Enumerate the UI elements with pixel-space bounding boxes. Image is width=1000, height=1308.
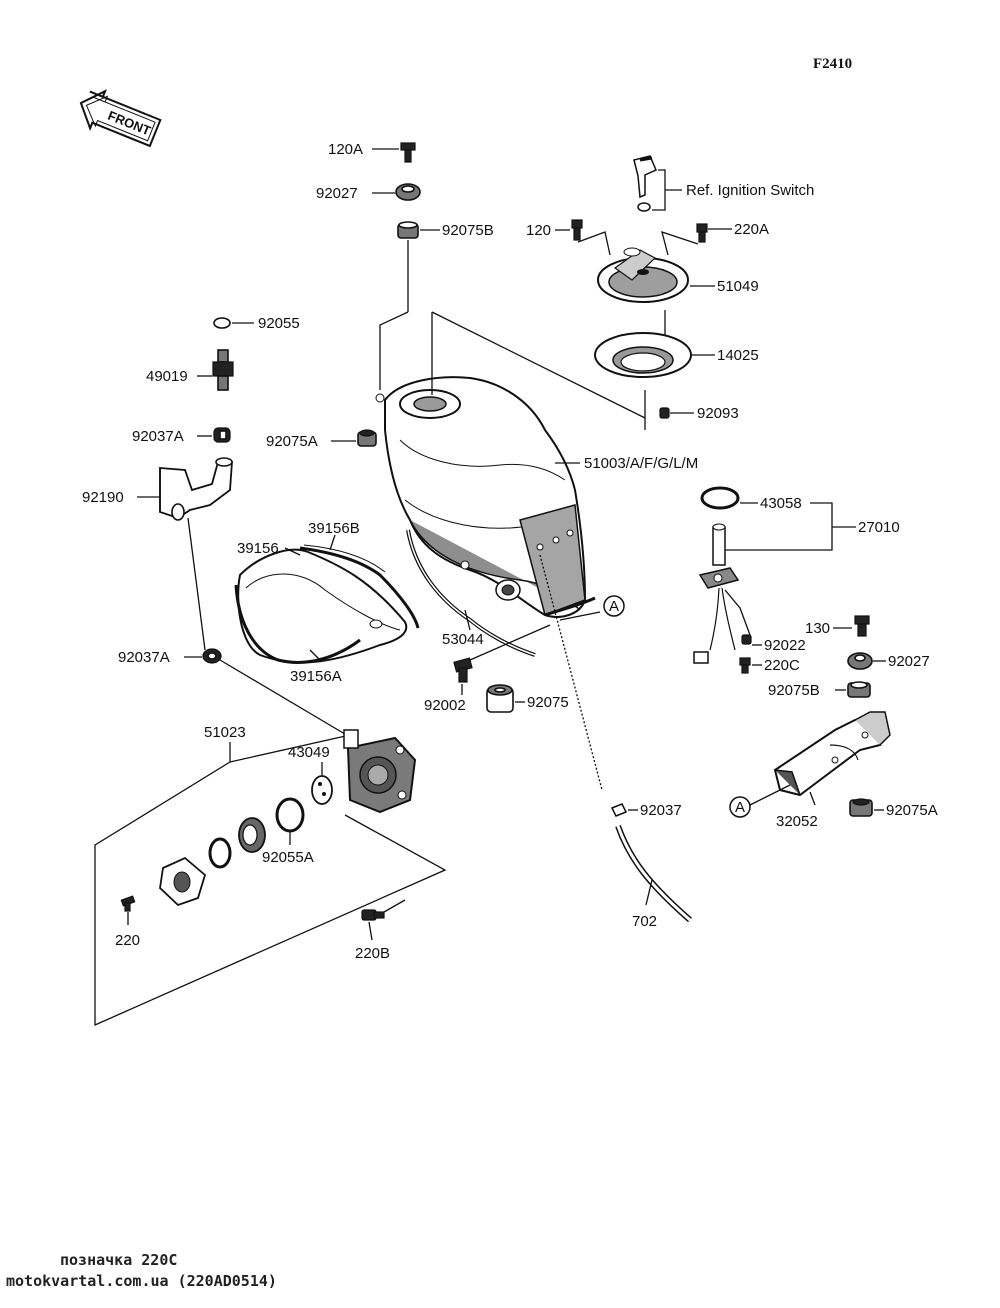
fuel-cap-51049 — [597, 247, 689, 303]
cushion-92075A-right — [849, 798, 873, 817]
cushion-92075B-top — [397, 221, 419, 239]
label-120: 120 — [526, 222, 551, 239]
label-14025: 14025 — [717, 347, 759, 364]
reference-marker-A-bracket: A — [729, 796, 751, 818]
cushion-92075B-right — [847, 681, 871, 698]
bolt-120 — [571, 219, 583, 241]
clamp-92037A-top — [213, 427, 231, 443]
fuel-tank-51003 — [375, 376, 587, 618]
svg-text:A: A — [609, 598, 619, 615]
side-cover-strip-39156B — [299, 544, 420, 629]
footer-note: позначка 220C — [60, 1251, 177, 1269]
label-130: 130 — [805, 620, 830, 637]
gasket-43049 — [311, 775, 333, 805]
label-220A: 220A — [734, 221, 769, 238]
grommet-92027-top — [395, 183, 421, 201]
bolt-220C — [739, 657, 751, 674]
hose-702 — [615, 825, 692, 923]
bolt-120A — [400, 142, 416, 163]
label-120A: 120A — [328, 141, 363, 158]
label-92075B-right: 92075B — [768, 682, 820, 699]
label-43058: 43058 — [760, 495, 802, 512]
side-cover-39156 — [237, 548, 408, 664]
figure-code: F2410 — [813, 56, 852, 72]
label-92055A: 92055A — [262, 849, 314, 866]
ignition-key-washer — [637, 202, 651, 212]
label-92037A-mid: 92037A — [118, 649, 170, 666]
svg-text:A: A — [735, 799, 745, 816]
label-32052: 32052 — [776, 813, 818, 830]
label-51023: 51023 — [204, 724, 246, 741]
side-cover-strip-39156A — [234, 584, 361, 664]
label-220: 220 — [115, 932, 140, 949]
bolt-220A — [696, 223, 708, 243]
fuel-cock-lever — [238, 817, 266, 853]
ignition-key-icon — [633, 155, 657, 199]
front-arrow-icon: FRONT — [79, 89, 162, 148]
label-53044: 53044 — [442, 631, 484, 648]
label-92093: 92093 — [697, 405, 739, 422]
label-ignition-switch: Ref. Ignition Switch — [686, 182, 814, 199]
label-39156: 39156 — [237, 540, 279, 557]
o-ring-43058 — [700, 486, 740, 510]
o-ring-92055A — [275, 797, 305, 833]
label-92022: 92022 — [764, 637, 806, 654]
fitting-49019 — [212, 349, 234, 391]
footer-source: motokvartal.com.ua (220AD0514) — [6, 1272, 277, 1290]
fuel-cock-body — [343, 729, 417, 814]
label-702: 702 — [632, 913, 657, 930]
bolt-130 — [854, 615, 870, 637]
label-92037A-top: 92037A — [132, 428, 184, 445]
label-92055: 92055 — [258, 315, 300, 332]
label-92075B-top: 92075B — [442, 222, 494, 239]
clamp-92037A-mid — [202, 648, 222, 664]
label-39156B: 39156B — [308, 520, 360, 537]
fuel-cock-plate — [159, 856, 207, 907]
label-49019: 49019 — [146, 368, 188, 385]
label-92037: 92037 — [640, 802, 682, 819]
label-220B: 220B — [355, 945, 390, 962]
label-92075A-left: 92075A — [266, 433, 318, 450]
damper-92075 — [486, 684, 514, 713]
label-92027-right: 92027 — [888, 653, 930, 670]
label-92190: 92190 — [82, 489, 124, 506]
cap-gasket-14025 — [594, 332, 692, 378]
label-92075: 92075 — [527, 694, 569, 711]
label-51049: 51049 — [717, 278, 759, 295]
label-92002: 92002 — [424, 697, 466, 714]
strap-53044 — [406, 529, 596, 657]
drain-92093 — [659, 407, 670, 419]
fuel-cock-o-ring — [208, 837, 232, 869]
washer-92055 — [213, 317, 231, 329]
screw-220B — [361, 909, 385, 921]
label-27010: 27010 — [858, 519, 900, 536]
hose-92190 — [159, 457, 233, 521]
label-51003: 51003/A/F/G/L/M — [584, 455, 698, 472]
label-92075A-right: 92075A — [886, 802, 938, 819]
cushion-92075A-left — [357, 429, 377, 447]
bracket-32052 — [773, 711, 891, 797]
label-43049: 43049 — [288, 744, 330, 761]
grommet-92027-right — [847, 652, 873, 670]
screw-220 — [120, 895, 136, 912]
bolt-92002 — [453, 657, 473, 683]
label-92027-top: 92027 — [316, 185, 358, 202]
label-39156A: 39156A — [290, 668, 342, 685]
clip-92037 — [610, 803, 628, 817]
nut-92022 — [741, 634, 752, 645]
label-220C: 220C — [764, 657, 800, 674]
reference-marker-A-tank: A — [603, 595, 625, 617]
fuel-level-sensor-27010 — [693, 523, 740, 664]
